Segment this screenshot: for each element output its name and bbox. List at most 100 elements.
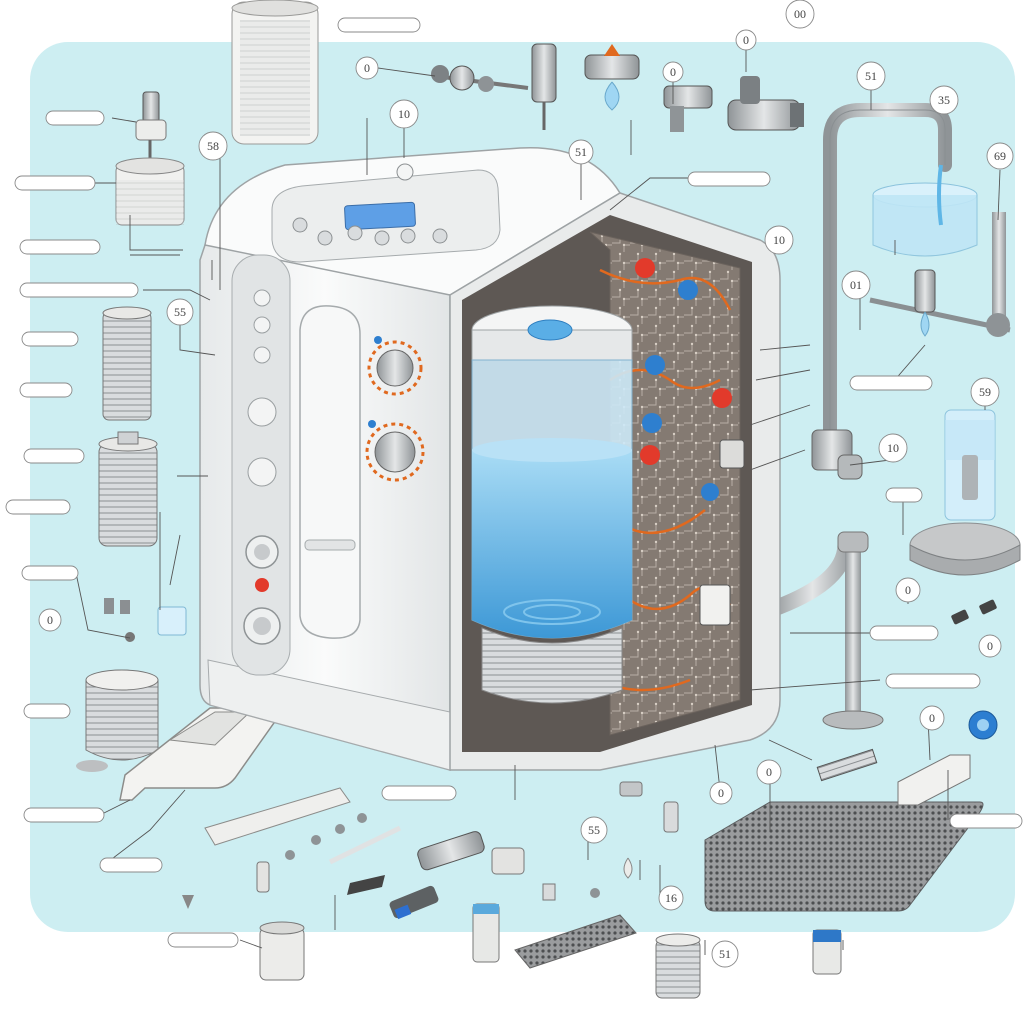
drain-spring	[816, 748, 878, 782]
pipe-tee-right	[869, 212, 1011, 337]
callout-pill-p-14	[687, 171, 771, 187]
callout-circle-text: 0	[47, 613, 53, 627]
callout-circle-c-0b: 0	[355, 56, 379, 80]
callout-circle-c-51b: 51	[856, 61, 886, 91]
callout-pill-shape	[23, 807, 105, 823]
callout-circle-text: 0	[670, 65, 676, 79]
callout-circle-text: 55	[174, 305, 186, 319]
callout-pill-shape	[885, 673, 981, 689]
blue-cap-bottom-right	[812, 929, 842, 975]
callout-pill-p-10	[21, 565, 79, 581]
callout-circle-shape	[355, 56, 379, 80]
callout-circle-c-0g: 0	[919, 705, 945, 731]
callout-circle-c-0i: 0	[709, 781, 733, 805]
callout-pill-p-6	[21, 331, 79, 347]
temperature-dial-lower	[365, 420, 425, 482]
callout-circle-text: 51	[719, 947, 731, 961]
callout-circle-text: 51	[865, 69, 877, 83]
callout-pill-shape	[949, 813, 1023, 829]
callout-pill-shape	[14, 175, 96, 191]
valve-assembly-top-1	[431, 65, 529, 92]
callout-pill-p-17	[869, 625, 939, 641]
callout-pill-shape	[19, 382, 73, 398]
top-control-panel	[271, 163, 501, 263]
wound-filter-cartridge-1	[102, 306, 152, 421]
callout-circle-text: 69	[994, 149, 1006, 163]
callout-circle-shape	[978, 634, 1002, 658]
callout-circle-shape	[856, 61, 886, 91]
wound-filter-cartridge-3	[76, 669, 159, 772]
callout-circle-shape	[662, 61, 684, 83]
callout-pill-p-20	[949, 813, 1023, 829]
callout-circle-c-69: 69	[986, 142, 1014, 170]
callout-circle-shape	[785, 0, 815, 29]
callout-pill-p-18	[885, 673, 981, 689]
callout-pill-p-13	[99, 857, 163, 873]
connector-rod	[328, 825, 439, 920]
callout-circle-c-51c: 51	[711, 940, 739, 968]
mesh-filter-pad	[704, 801, 984, 912]
callout-circle-c-0c: 0	[662, 61, 684, 83]
callout-circle-c-16: 16	[658, 885, 684, 911]
callout-pill-shape	[5, 499, 71, 515]
callout-circle-c-0e: 0	[895, 577, 921, 603]
callout-pill-shape	[885, 487, 923, 503]
faucet-valve-top	[584, 44, 640, 111]
callout-circle-text: 00	[794, 7, 806, 21]
filter-on-base	[909, 409, 1021, 576]
callout-circle-shape	[711, 940, 739, 968]
callout-circle-text: 35	[938, 93, 950, 107]
callout-circle-c-55b: 55	[580, 816, 608, 844]
callout-pill-shape	[19, 282, 139, 298]
callout-pill-shape	[167, 932, 239, 948]
callout-pill-shape	[99, 857, 163, 873]
callout-circle-text: 0	[905, 583, 911, 597]
callout-pill-p-3	[14, 175, 96, 191]
callout-circle-shape	[756, 759, 782, 785]
callout-circle-c-55a: 55	[166, 298, 194, 326]
mesh-pad-small	[514, 914, 637, 969]
callout-pill-p-16	[885, 487, 923, 503]
callout-pill-shape	[21, 331, 79, 347]
callout-circle-shape	[841, 270, 871, 300]
callout-pill-shape	[337, 17, 421, 33]
wound-filter-cartridge-2	[98, 431, 158, 547]
dispenser-tap-small	[135, 91, 167, 160]
callout-pill-shape	[45, 110, 105, 126]
coil-cylinder-bottom	[655, 933, 701, 999]
elbow-fitting-top	[663, 85, 713, 132]
drop-pieces-mid	[542, 801, 679, 901]
callout-pill-shape	[23, 703, 71, 719]
callout-circle-text: 0	[987, 639, 993, 653]
flat-bar-part	[204, 787, 351, 846]
side-button-column	[231, 254, 291, 676]
callout-pill-shape	[19, 239, 101, 255]
sensor-module	[897, 754, 971, 806]
callout-circle-c-10c: 10	[878, 433, 908, 463]
callout-pill-p-2	[45, 110, 105, 126]
callout-circle-shape	[970, 377, 1000, 407]
lcd-display	[344, 201, 416, 231]
callout-circle-shape	[878, 433, 908, 463]
callout-circle-c-0h: 0	[756, 759, 782, 785]
callout-circle-text: 0	[766, 765, 772, 779]
water-dispenser-appliance	[199, 146, 781, 797]
callout-pill-p-9	[5, 499, 71, 515]
callout-circle-c-59: 59	[970, 377, 1000, 407]
callout-circle-shape	[919, 705, 945, 731]
callout-circle-c-0f: 0	[978, 634, 1002, 658]
callout-circle-text: 0	[364, 61, 370, 75]
callout-circle-c-58a: 58	[198, 131, 228, 161]
callout-circle-text: 10	[773, 233, 785, 247]
callout-pill-shape	[21, 565, 79, 581]
callout-pill-p-11	[23, 703, 71, 719]
callout-pill-shape	[869, 625, 939, 641]
callout-circle-shape	[38, 608, 62, 632]
callout-circle-c-51a: 51	[568, 139, 594, 165]
blue-knob-right	[968, 710, 998, 740]
callout-circle-c-01: 01	[841, 270, 871, 300]
callout-circle-shape	[658, 885, 684, 911]
callout-circle-shape	[709, 781, 733, 805]
